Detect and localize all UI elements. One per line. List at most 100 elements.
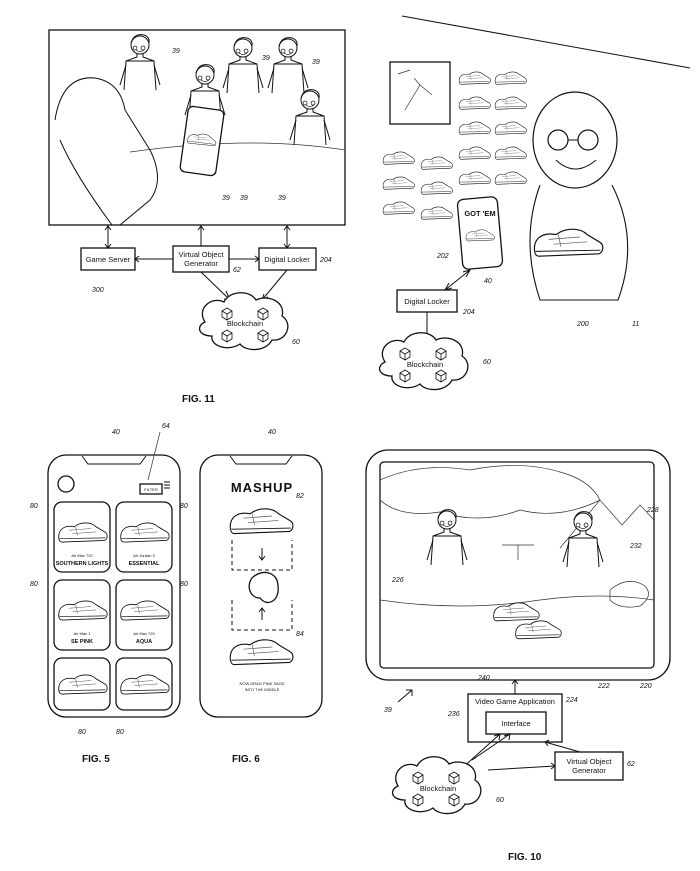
fig6-arrow-down bbox=[258, 548, 266, 561]
store-block-icon bbox=[399, 369, 411, 383]
fig11-ref-39: 39 bbox=[240, 195, 248, 202]
fig6-ref-82: 82 bbox=[296, 493, 304, 500]
fig10-ref-240: 240 bbox=[477, 675, 490, 682]
fig10-ref-39: 39 bbox=[384, 707, 392, 714]
fig11-foreground-user bbox=[54, 77, 158, 226]
fig10-interface-label: Interface bbox=[501, 719, 530, 728]
store-block-icon bbox=[435, 369, 447, 383]
fig11-digital-locker-label: Digital Locker bbox=[264, 255, 310, 264]
fig5-leader-64 bbox=[147, 431, 161, 481]
fig11-arrow-vog bbox=[197, 225, 205, 246]
figure-5: FILTER Air Max 720 SOUTHERN LIGHTS Air J… bbox=[30, 423, 188, 765]
fig5-caption: FIG. 5 bbox=[82, 754, 110, 765]
fig10-ref-224: 224 bbox=[565, 697, 578, 704]
fig10-ref-226: 226 bbox=[391, 577, 404, 584]
fig11-blockchain-label: Blockchain bbox=[227, 319, 263, 328]
fig6-ref-40: 40 bbox=[268, 429, 276, 436]
fig10-ref-222: 222 bbox=[597, 683, 610, 690]
fig11-group-scene bbox=[54, 34, 346, 226]
fig11-arrow-blockchain-vog bbox=[200, 271, 231, 301]
fig5-shoe-model: Air Max 720 bbox=[71, 553, 93, 558]
fig5-shoe-model: Air Max 1 bbox=[74, 631, 92, 636]
store-blockchain-label: Blockchain bbox=[407, 360, 443, 369]
store-ref-202: 202 bbox=[436, 253, 449, 260]
store-phone-text: GOT 'EM bbox=[464, 209, 495, 218]
fig10-vga-label: Video Game Application bbox=[475, 697, 555, 706]
figure-11: 39 39 39 39 39 39 Game Server Virtual Ob… bbox=[48, 29, 346, 405]
fig5-shoe-grid bbox=[53, 501, 173, 711]
fig11-ref-39: 39 bbox=[312, 59, 320, 66]
fig6-material-swatch[interactable] bbox=[248, 571, 279, 603]
fig5-ref-80: 80 bbox=[116, 729, 124, 736]
fig5-shoe-name: AQUA bbox=[136, 639, 152, 645]
fig6-caption-line: NOW DRAG PINK SAGE bbox=[239, 681, 284, 686]
store-ref-11: 11 bbox=[632, 321, 639, 328]
fig10-caption: FIG. 10 bbox=[508, 852, 542, 863]
fig10-vog-label: Virtual Object bbox=[567, 757, 613, 766]
fig10-arrow-vog-vga bbox=[544, 739, 581, 753]
fig5-menu-icon[interactable] bbox=[164, 481, 170, 489]
fig10-ground bbox=[379, 595, 655, 607]
fig5-shoe-model: Air Max 720 bbox=[133, 631, 155, 636]
figure-10: 228 232 226 240 222 220 39 Video Game Ap… bbox=[365, 449, 671, 863]
fig10-block-icon bbox=[448, 771, 460, 785]
fig10-leader-39 bbox=[397, 689, 413, 703]
fig5-avatar bbox=[57, 475, 75, 493]
fig10-ref-232: 232 bbox=[629, 543, 642, 550]
fig5-filter-label: FILTER bbox=[144, 487, 158, 492]
fig5-filter-button[interactable] bbox=[139, 483, 163, 495]
store-ref-60: 60 bbox=[483, 359, 491, 366]
fig6-caption-line: INTO THE MIDDLE bbox=[245, 687, 280, 692]
fig10-block-icon bbox=[448, 793, 460, 807]
fig11-arrow-vog-locker bbox=[229, 255, 260, 263]
fig5-ref-80: 80 bbox=[180, 581, 188, 588]
fig11-ref-204: 204 bbox=[319, 257, 332, 264]
fig5-ref-80: 80 bbox=[30, 503, 38, 510]
fig11-vog-label: Generator bbox=[184, 259, 218, 268]
fig10-ref-236: 236 bbox=[447, 711, 460, 718]
fig10-arrow-chain-vog bbox=[487, 762, 556, 771]
fig5-ref-80: 80 bbox=[30, 581, 38, 588]
fig11-block-icon bbox=[257, 329, 269, 343]
store-block-icon bbox=[435, 347, 447, 361]
fig11-ref-60: 60 bbox=[292, 339, 300, 346]
fig10-block-icon bbox=[412, 771, 424, 785]
fig10-table-top bbox=[502, 544, 534, 560]
fig11-game-server-label: Game Server bbox=[86, 255, 131, 264]
store-ref-204: 204 bbox=[462, 309, 475, 316]
store-digital-locker-label: Digital Locker bbox=[404, 297, 450, 306]
poster bbox=[389, 61, 451, 125]
fig11-caption: FIG. 11 bbox=[182, 394, 215, 405]
fig10-interface-box bbox=[485, 711, 547, 735]
store-ref-40: 40 bbox=[484, 278, 492, 285]
fig11-ref-300: 300 bbox=[92, 287, 104, 294]
figure-store-scene: GOT 'EM Digital Locker Blockchain 202 40… bbox=[378, 15, 691, 391]
fig10-ref-228: 228 bbox=[646, 507, 659, 514]
fig5-shoe-name: SE PINK bbox=[71, 639, 93, 645]
fig11-ref-39: 39 bbox=[278, 195, 286, 202]
store-block-icon bbox=[399, 347, 411, 361]
fig11-ref-62: 62 bbox=[233, 267, 241, 274]
fig11-ref-39: 39 bbox=[222, 195, 230, 202]
fig5-ref-80: 80 bbox=[78, 729, 86, 736]
poster-figure bbox=[397, 69, 433, 111]
fig5-ref-40: 40 bbox=[112, 429, 120, 436]
fig11-ref-39: 39 bbox=[262, 55, 270, 62]
fig10-vog-label: Generator bbox=[572, 766, 606, 775]
fig5-shoe-model: Air Jordan 3 bbox=[133, 553, 155, 558]
fig10-arrow-screen-vga bbox=[511, 679, 519, 694]
fig6-ref-84: 84 bbox=[296, 631, 304, 638]
fig6-phone-notch bbox=[229, 455, 293, 465]
store-person bbox=[529, 91, 629, 301]
fig5-shoe-name: SOUTHERN LIGHTS bbox=[56, 561, 109, 567]
fig6-dashed-connector bbox=[231, 540, 293, 631]
fig5-ref-64: 64 bbox=[162, 423, 170, 430]
fig11-arrow-locker bbox=[283, 225, 291, 249]
fig6-arrow-up bbox=[258, 607, 266, 620]
fig11-arrow-server bbox=[104, 225, 112, 249]
fig11-table-edge bbox=[129, 142, 346, 153]
fig10-arrow-chain-interface bbox=[459, 733, 511, 771]
fig11-ref-39: 39 bbox=[172, 48, 180, 55]
fig5-shoe-name: ESSENTIAL bbox=[129, 561, 161, 567]
